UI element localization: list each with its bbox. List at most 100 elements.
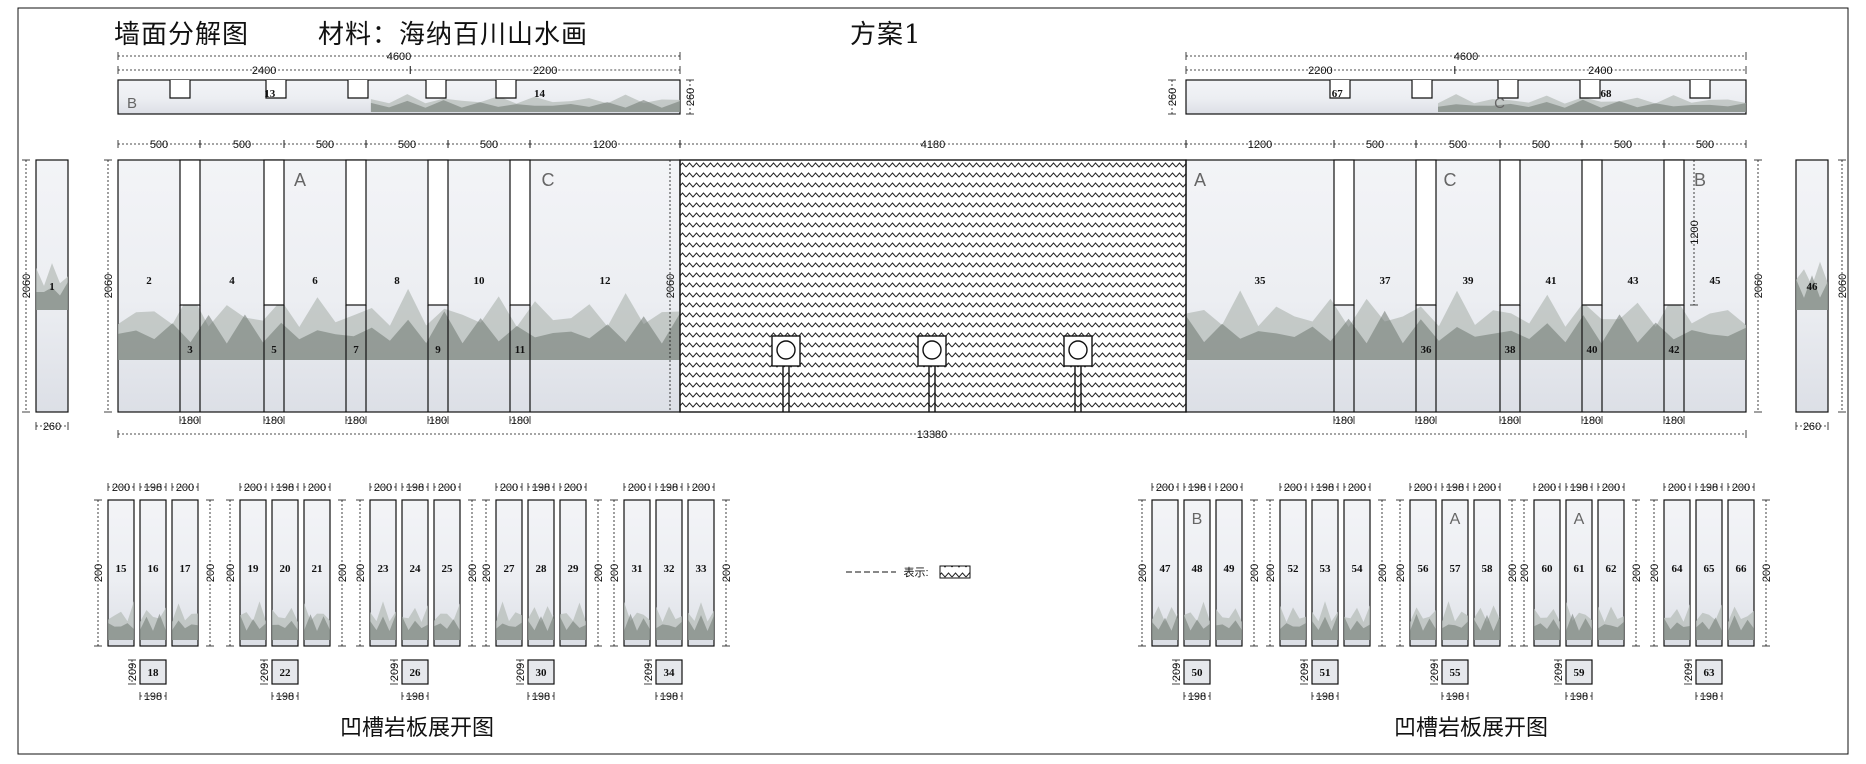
panel-letter: C xyxy=(1494,95,1505,112)
drawing-title: 墙面分解图 xyxy=(114,20,250,50)
unfold-panel-number: 16 xyxy=(148,563,160,575)
panel-width-dim-label: 500 xyxy=(1696,139,1714,151)
unfold-width-dim-label: 200 xyxy=(692,482,710,494)
unfold-bottom-width-dim-label: 198 xyxy=(406,691,424,703)
wall-mountains-right-near xyxy=(1186,310,1746,360)
unfold-panel-mountains-near xyxy=(1664,618,1690,640)
unfold-bottom-width-dim-label: 198 xyxy=(1700,691,1718,703)
lamp-ring xyxy=(1068,340,1088,360)
caption-left: 凹槽岩板展开图 xyxy=(340,716,495,741)
unfold-height-dim-label: 200 xyxy=(467,564,479,582)
groove-width-dim-label: 180 xyxy=(347,415,365,427)
unfold-height-dim-label: 200 xyxy=(609,564,621,582)
top-notch xyxy=(1329,80,1351,99)
top-height-dim-left-label: 260 xyxy=(685,88,697,106)
unfold-panel-mountains-near xyxy=(108,623,134,640)
unfold-panel-number: 64 xyxy=(1672,563,1684,575)
unfold-bottom-number: 51 xyxy=(1320,667,1331,679)
unfold-panel-mountains-near xyxy=(656,621,682,640)
unfold-bottom-height-dim-label: 209 xyxy=(1171,663,1183,681)
groove-panel-number: 3 xyxy=(187,344,193,356)
top-sub-dim-left-label: 2200 xyxy=(533,65,557,77)
groove-cutout xyxy=(427,159,449,306)
unfold-panel-mountains-near xyxy=(172,620,198,640)
unfold-panel-number: 57 xyxy=(1450,563,1462,575)
unfold-width-dim-label: 200 xyxy=(1348,482,1366,494)
unfold-bottom-width-dim-label: 198 xyxy=(276,691,294,703)
unfold-width-dim-label: 200 xyxy=(1668,482,1686,494)
unfold-panel-number: 54 xyxy=(1352,563,1364,575)
panel-width-dim-label: 500 xyxy=(1366,139,1384,151)
plan-label: 方案1 xyxy=(850,20,922,50)
unfold-bottom-panel xyxy=(271,659,299,685)
unfold-height-dim-label: 200 xyxy=(1137,564,1149,582)
unfold-width-dim-label: 200 xyxy=(564,482,582,494)
unfold-width-dim-label: 200 xyxy=(1414,482,1432,494)
unfold-panel-number: 15 xyxy=(116,563,128,575)
top-notch xyxy=(495,80,517,99)
top-strip-mountains-left-near xyxy=(370,100,680,112)
groove-panel-number: 5 xyxy=(271,344,277,356)
unfold-width-dim-label: 200 xyxy=(112,482,130,494)
unfold-bottom-number: 30 xyxy=(536,667,548,679)
panel-width-dim-label: 1200 xyxy=(1248,139,1272,151)
groove-cutout xyxy=(1415,159,1437,306)
unfold-panel-number: 23 xyxy=(378,563,390,575)
groove-width-dim-label: 180 xyxy=(1501,415,1519,427)
top-notch xyxy=(1497,80,1519,99)
unfold-panel-mountains-near xyxy=(1442,621,1468,640)
panel-letter: C xyxy=(542,170,555,190)
unfold-panel-mountains-near xyxy=(1598,621,1624,640)
groove-panel-number: 7 xyxy=(353,344,359,356)
panel-number: 4 xyxy=(229,275,235,287)
unfold-panel-mountains-near xyxy=(1312,614,1338,640)
unfold-width-dim-label: 198 xyxy=(276,482,294,494)
unfold-panel-mountains-near xyxy=(496,622,522,640)
unfold-height-dim-label: 200 xyxy=(355,564,367,582)
unfold-bottom-width-dim-label: 198 xyxy=(532,691,550,703)
unfold-panel-number: 56 xyxy=(1418,563,1430,575)
top-sub-dim-left-label: 2400 xyxy=(252,65,276,77)
unfold-panel-mountains-near xyxy=(624,613,650,640)
unfold-panel-mountains-near xyxy=(140,613,166,640)
side-width-dim-label: 260 xyxy=(1803,421,1821,433)
unfold-height-dim-label: 200 xyxy=(1761,564,1773,582)
unfold-height-dim-label: 200 xyxy=(1507,564,1519,582)
groove-width-dim-label: 180 xyxy=(429,415,447,427)
unfold-bottom-panel xyxy=(655,659,683,685)
unfold-bottom-number: 63 xyxy=(1704,667,1716,679)
unfold-panel-mountains-near xyxy=(1184,615,1210,640)
unfold-panel-mountains-near xyxy=(1534,619,1560,640)
unfold-width-dim-label: 200 xyxy=(1732,482,1750,494)
unfold-panel-mountains-near xyxy=(1696,617,1722,640)
groove-height-dim-label: 1200 xyxy=(1689,220,1701,244)
panel-letter: A xyxy=(1194,170,1206,190)
main-height-dim-right-label: 2060 xyxy=(1753,274,1765,298)
panel-letter: C xyxy=(1444,170,1457,190)
panel-number: 39 xyxy=(1463,275,1475,287)
side-height-dim-label: 2060 xyxy=(21,274,33,298)
unfold-panel-number: 21 xyxy=(312,563,323,575)
unfold-height-dim-label: 200 xyxy=(721,564,733,582)
main-height-dim-left-label: 2060 xyxy=(103,274,115,298)
unfold-height-dim-label: 200 xyxy=(1649,564,1661,582)
unfold-width-dim-label: 200 xyxy=(1602,482,1620,494)
groove-cutout xyxy=(1499,159,1521,306)
unfold-bottom-number: 22 xyxy=(280,667,292,679)
top-sub-dim-right-label: 2400 xyxy=(1588,65,1612,77)
center-height-dim-label: 2060 xyxy=(665,274,677,298)
unfold-panel-mountains-near xyxy=(434,619,460,640)
sheet-border xyxy=(17,7,1849,755)
groove-cutout xyxy=(509,159,531,306)
unfold-panel-number: 66 xyxy=(1736,563,1748,575)
unfold-height-dim-label: 200 xyxy=(225,564,237,582)
unfold-bottom-height-dim-label: 209 xyxy=(259,663,271,681)
groove-cutout xyxy=(263,159,285,306)
side-panel-mountains-near xyxy=(36,281,68,310)
panel-width-dim-label: 500 xyxy=(1449,139,1467,151)
unfold-panel-mountains-near xyxy=(528,614,554,640)
unfold-bottom-height-dim-label: 209 xyxy=(1683,663,1695,681)
lamp-ring xyxy=(776,340,796,360)
unfold-bottom-height-dim-label: 209 xyxy=(389,663,401,681)
groove-cutout xyxy=(1333,159,1355,306)
